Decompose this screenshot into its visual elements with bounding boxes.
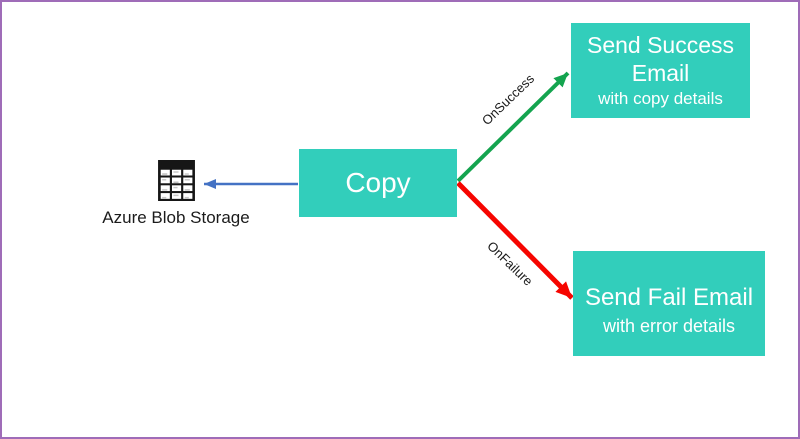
send-success-email-node: Send Success Email with copy details	[571, 23, 750, 118]
table-icon	[157, 160, 195, 201]
source-dataset-label: Azure Blob Storage	[102, 208, 250, 227]
send-success-email-title: Send Success Email	[586, 31, 735, 86]
send-fail-email-node: Send Fail Email with error details	[573, 251, 765, 356]
on-failure-edge-label: OnFailure	[484, 238, 536, 289]
send-fail-email-subtitle: with error details	[602, 315, 736, 336]
source-dataset-node: Azure Blob Storage	[86, 160, 266, 228]
send-success-email-subtitle: with copy details	[598, 88, 723, 108]
copy-activity-node: Copy	[299, 149, 457, 217]
send-fail-email-title: Send Fail Email	[584, 283, 754, 311]
on-success-edge-label: OnSuccess	[478, 71, 538, 128]
copy-activity-label: Copy	[345, 167, 411, 198]
